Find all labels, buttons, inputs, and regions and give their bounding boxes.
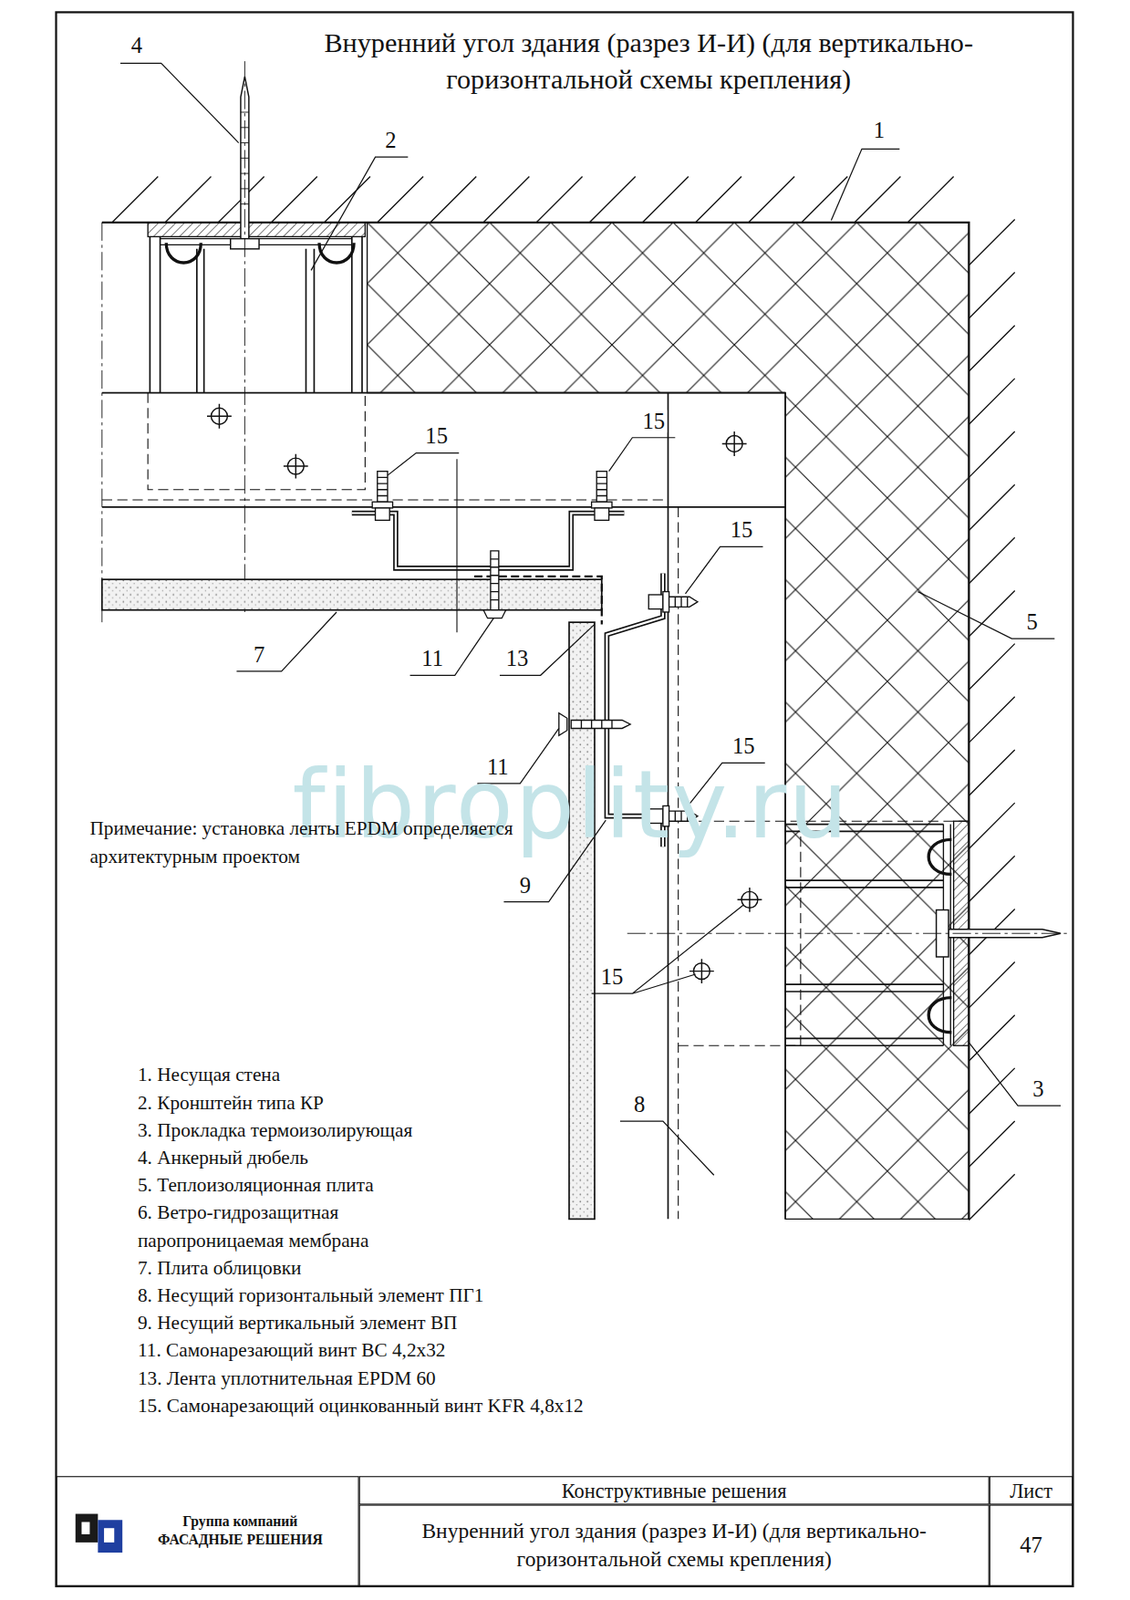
wall-hatch bbox=[112, 176, 1016, 1220]
wall-face bbox=[102, 222, 970, 1220]
cell-text: Лист bbox=[1009, 1476, 1053, 1504]
legend-item: 5. Теплоизоляционная плита bbox=[137, 1171, 374, 1199]
callout-number: 13 bbox=[503, 647, 530, 671]
legend-item: 11. Самонарезающий винт ВС 4,2х32 bbox=[137, 1336, 446, 1364]
title-block-cell: Конструктивные решения bbox=[359, 1475, 990, 1504]
callout-number: 7 bbox=[251, 643, 268, 667]
callout-number: 15 bbox=[598, 965, 625, 989]
cladding-panel bbox=[102, 579, 602, 611]
watermark: fibroplity.ru bbox=[292, 758, 851, 853]
legend-item: 7. Плита облицовки bbox=[137, 1253, 301, 1281]
callout-number: 1 bbox=[871, 119, 888, 143]
cell-text: ФАСАДНЫЕ РЕШЕНИЯ bbox=[157, 1531, 323, 1550]
cell-text: 47 bbox=[1019, 1530, 1043, 1560]
callout-number: 15 bbox=[423, 425, 450, 448]
callout-number: 15 bbox=[727, 518, 755, 542]
company-logo bbox=[75, 1513, 123, 1553]
legend-item: 4. Анкерный дюбель bbox=[137, 1143, 309, 1172]
center-line bbox=[627, 933, 1069, 934]
callout-number: 11 bbox=[419, 647, 446, 671]
cell-text: Группа компаний bbox=[182, 1512, 298, 1531]
callout-number: 15 bbox=[640, 410, 667, 434]
edge-line bbox=[101, 222, 103, 623]
rivet-marks bbox=[207, 404, 762, 984]
legend-item: 9. Несущий вертикальный элемент ВП bbox=[137, 1308, 457, 1337]
horizontal-guide bbox=[102, 393, 786, 508]
callout-number: 5 bbox=[1024, 611, 1040, 634]
legend-item: 13. Лента уплотнительная EPDM 60 bbox=[137, 1363, 436, 1391]
legend-item: 2. Кронштейн типа КР bbox=[137, 1088, 324, 1116]
title-block-cell: Лист bbox=[989, 1475, 1074, 1504]
title-block-cell: Внуренний угол здания (разрез И-И) (для … bbox=[359, 1503, 990, 1586]
cell-text: Конструктивные решения bbox=[561, 1476, 788, 1504]
legend-item: 6. Ветро-гидрозащитная паропроницаемая м… bbox=[137, 1198, 444, 1254]
top-bracket bbox=[147, 222, 365, 394]
callout-number: 15 bbox=[730, 735, 757, 758]
section-line bbox=[456, 458, 457, 633]
legend-item: 15. Самонарезающий оцинкованный винт KFR… bbox=[137, 1390, 584, 1419]
callout-number: 8 bbox=[632, 1093, 648, 1117]
center-line bbox=[244, 61, 246, 612]
legend-item: 8. Несущий горизонтальный элемент ПГ1 bbox=[137, 1281, 484, 1309]
leader-line bbox=[120, 62, 1061, 1175]
callout-number: 3 bbox=[1030, 1078, 1047, 1101]
cell-text: Внуренний угол здания (разрез И-И) (для … bbox=[373, 1517, 975, 1574]
note-text: Примечание: установка ленты EPDM определ… bbox=[89, 813, 519, 871]
drawing-title: Внуренний угол здания (разрез И-И) (для … bbox=[281, 24, 1016, 99]
title-block-cell: Группа компанийФАСАДНЫЕ РЕШЕНИЯ bbox=[56, 1475, 360, 1587]
screw-symbol bbox=[483, 550, 631, 736]
callout-number: 9 bbox=[518, 873, 534, 897]
legend-item: 1. Несущая стена bbox=[137, 1060, 280, 1089]
legend-item: 3. Прокладка термоизолирующая bbox=[137, 1115, 413, 1143]
title-block-cell: 47 bbox=[989, 1503, 1074, 1586]
callout-number: 2 bbox=[383, 129, 399, 153]
insulation-slab bbox=[367, 222, 970, 1220]
callout-number: 4 bbox=[128, 34, 145, 58]
callout-number: 11 bbox=[485, 756, 511, 779]
cladding-panel bbox=[569, 622, 595, 1219]
sheet-frame bbox=[56, 11, 1074, 1587]
